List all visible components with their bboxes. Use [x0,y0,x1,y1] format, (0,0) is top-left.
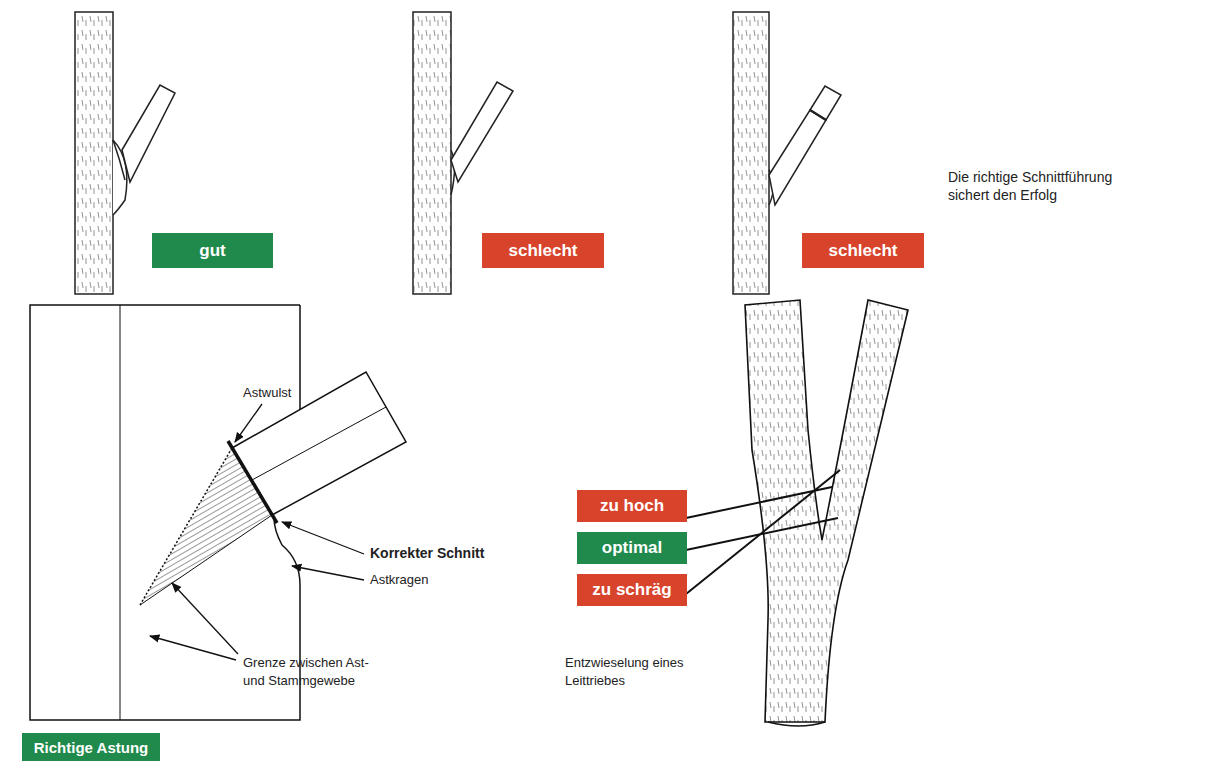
rating-good: gut [152,233,273,268]
rating-bad: schlecht [482,233,604,268]
box-text: zu schräg [592,580,671,600]
part-label: Astkragen [370,571,490,589]
caption-note: Die richtige Schnittführung sichert den … [948,168,1138,204]
part-label: Grenze zwischen Ast- und Stammgewebe [243,654,393,690]
branch-schematic [30,305,406,720]
box-text: schlecht [509,241,578,261]
rating-bad: schlecht [802,233,924,268]
box-text: optimal [602,538,662,558]
part-label: Korrekter Schnitt [370,544,530,562]
box-text: gut [199,241,225,261]
box-text: schlecht [829,241,898,261]
title-box: Richtige Astung [22,733,160,761]
leader-lines [150,404,364,660]
note-label: Entzwieselung eines Leittriebes [565,654,715,690]
part-label: Astwulst [243,384,363,402]
forked-leader [686,300,908,726]
box-text: zu hoch [600,496,664,516]
rating-bad: zu hoch [577,490,687,522]
rating-good: optimal [577,532,687,564]
box-text: Richtige Astung [34,739,148,756]
rating-bad: zu schräg [577,574,687,606]
